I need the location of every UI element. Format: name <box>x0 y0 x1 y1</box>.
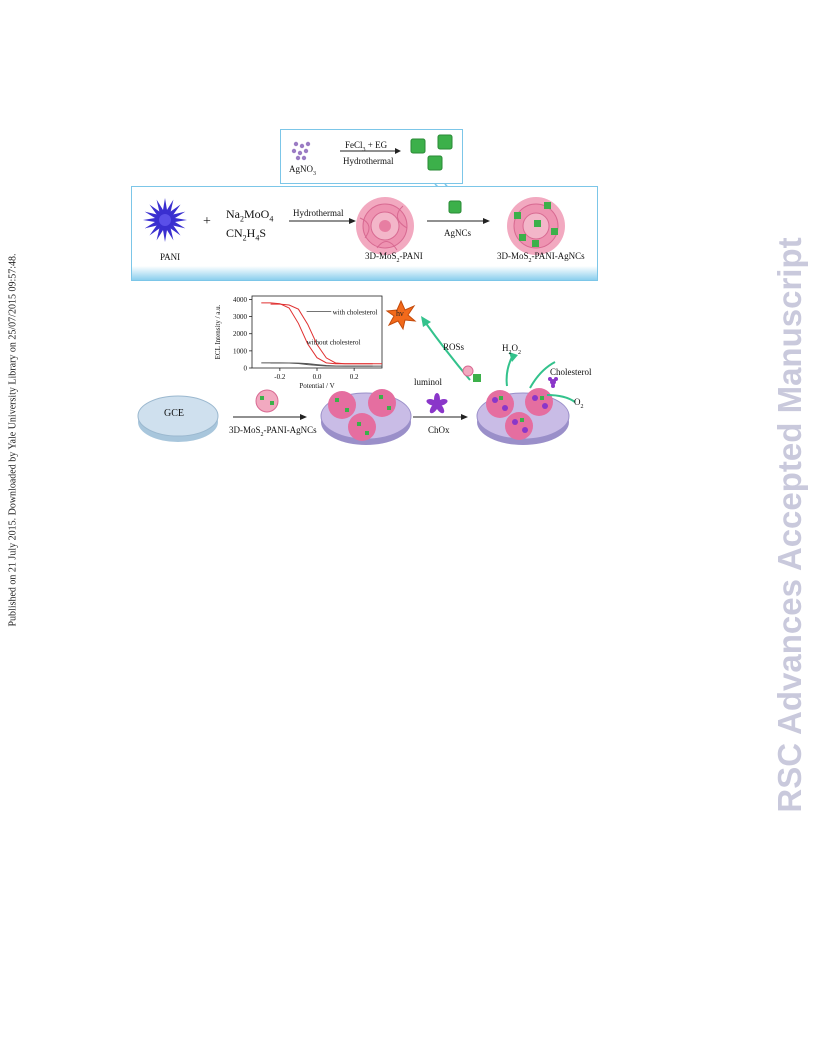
inset-condition-label: Hydrothermal <box>343 156 394 166</box>
agno3-label: AgNO3 <box>289 164 316 177</box>
journal-watermark: RSC Advances Accepted Manuscript <box>760 237 816 813</box>
chox-enzyme-icon <box>426 393 448 414</box>
watermark-text: RSC Advances Accepted Manuscript <box>771 237 808 813</box>
mos2-pani-flower-icon <box>356 197 414 255</box>
luminol-label: luminol <box>414 377 443 387</box>
h2o2-label: H2O2 <box>502 343 521 356</box>
agnc-cubes-icon <box>410 134 453 171</box>
biosensor-electrode-icon <box>476 388 570 445</box>
hv-label: hν <box>396 309 404 318</box>
agno3-particles-icon <box>291 141 311 161</box>
inset-reagents-label: FeCl3 + EG <box>345 140 388 153</box>
pani-star-icon <box>143 198 187 242</box>
step2-condition: AgNCs <box>444 228 472 238</box>
cholesterol-icon <box>548 377 558 388</box>
x-tick-label: -0.2 <box>274 373 286 381</box>
annotation-without-cholesterol: without cholesterol <box>307 338 361 346</box>
y-tick-label: 3000 <box>233 313 248 321</box>
reagent-na2moo4: Na2MoO4 <box>226 207 274 224</box>
agnc-cube-icon <box>448 200 462 214</box>
mos2-pani-agncs-flower-icon <box>507 197 565 255</box>
series-return-line-1 <box>270 362 382 367</box>
step1-condition: Hydrothermal <box>293 208 344 218</box>
plus-sign: + <box>203 214 211 229</box>
y-tick-label: 1000 <box>233 347 248 355</box>
y-tick-label: 0 <box>244 365 248 373</box>
mos2-pani-agncs-label: 3D-MoS2-PANI-AgNCs <box>497 251 585 264</box>
series-return-line-0 <box>270 303 382 365</box>
mos2-pani-label: 3D-MoS2-PANI <box>365 251 423 264</box>
x-axis-label: Potential / V <box>299 382 334 390</box>
modifier-label: 3D-MoS2-PANI-AgNCs <box>229 425 317 438</box>
x-tick-label: 0.2 <box>350 373 359 381</box>
o2-label: O2 <box>574 397 584 410</box>
modified-electrode-icon <box>320 389 412 445</box>
chox-label: ChOx <box>428 425 450 435</box>
pani-label: PANI <box>160 252 181 262</box>
ros-label: ROSs <box>443 342 465 352</box>
gce-electrode-icon <box>137 395 219 442</box>
y-tick-label: 2000 <box>233 330 248 338</box>
light-emission-icon <box>385 300 417 331</box>
cholesterol-label: Cholesterol <box>550 367 592 377</box>
gce-label: GCE <box>164 408 184 419</box>
reagent-thiourea: CN2H4S <box>226 226 267 243</box>
sensor-graphics <box>137 300 576 445</box>
publication-note-text: Published on 21 July 2015. Downloaded by… <box>7 253 19 627</box>
y-axis-label: ECL Intensity / a.u. <box>214 304 222 359</box>
y-tick-label: 4000 <box>233 296 248 304</box>
x-tick-label: 0.0 <box>313 373 322 381</box>
synthesis-graphics <box>143 197 565 255</box>
modifier-particle-icon <box>255 389 279 413</box>
publication-note: Published on 21 July 2015. Downloaded by… <box>4 240 22 640</box>
annotation-with-cholesterol: with cholesterol <box>333 308 378 316</box>
